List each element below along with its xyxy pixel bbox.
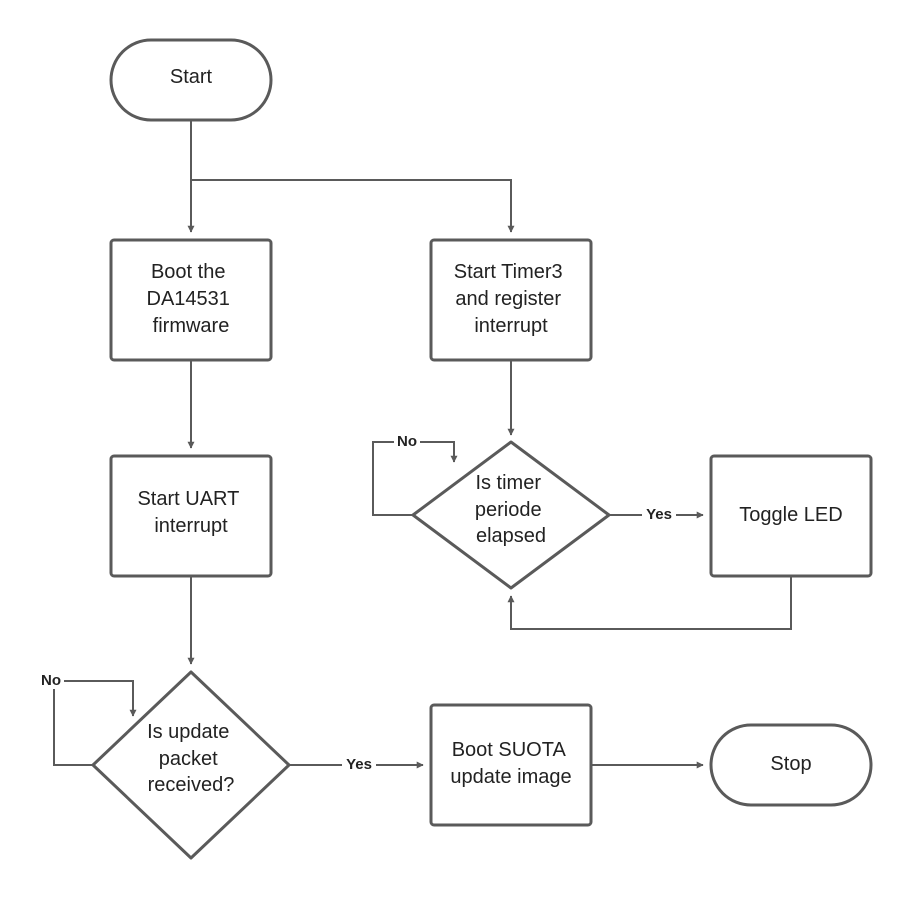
start-uart-process: Start UART interrupt [109, 454, 273, 578]
boot-firmware-line-1: Boot the [151, 261, 226, 283]
timer-decision-line-3: elapsed [476, 525, 546, 547]
start-terminal: Start [109, 38, 273, 122]
stop-terminal: Stop [709, 723, 873, 807]
stop-label: Stop [770, 753, 811, 775]
label-packet-no: No [41, 672, 61, 689]
svg-text:Boot SUOTA update image: Boot SUOTA update image [450, 739, 571, 788]
boot-suota-line-1: Boot SUOTA [452, 739, 567, 761]
svg-text:Boot the DA14531 f: Boot the DA14531 firmware [147, 261, 236, 337]
timer-decision-line-1: Is timer [475, 472, 541, 494]
start-timer3-line-1: Start Timer3 [454, 261, 563, 283]
boot-suota-process: Boot SUOTA update image [429, 703, 593, 827]
start-timer3-line-3: interrupt [474, 315, 548, 337]
timer-elapsed-decision: Is timer periode elapsed [411, 440, 611, 590]
connectors [53, 120, 792, 769]
svg-text:Start: Start [170, 66, 213, 88]
timer-decision-line-2: periode [475, 499, 542, 521]
edge-timer-no-loop [372, 441, 458, 516]
start-uart-line-2: interrupt [154, 515, 228, 537]
label-timer-no: No [397, 433, 417, 450]
toggle-led-label: Toggle LED [739, 504, 842, 526]
label-packet-yes: Yes [346, 756, 372, 773]
edge-led-back-to-timer [507, 576, 792, 630]
boot-firmware-line-3: firmware [153, 315, 230, 337]
packet-decision-line-1: Is update [147, 721, 229, 743]
svg-text:Toggle LED: Toggle LED [739, 504, 842, 526]
svg-text:Start UART interrupt: Start UART interrupt [137, 488, 244, 537]
label-timer-yes: Yes [646, 506, 672, 523]
start-uart-line-1: Start UART [137, 488, 239, 510]
start-label: Start [170, 66, 213, 88]
start-timer3-line-2: and register [455, 288, 561, 310]
packet-received-decision: Is update packet received? [91, 670, 291, 860]
boot-firmware-line-2: DA14531 [147, 288, 230, 310]
svg-text:Start Timer3 and registe: Start Timer3 and register interrupt [454, 261, 568, 337]
svg-text:Stop: Stop [770, 753, 811, 775]
boot-firmware-process: Boot the DA14531 firmware [109, 238, 273, 362]
edge-labels: No Yes No Yes [38, 432, 676, 773]
edge-start-to-timer3 [191, 179, 515, 233]
start-timer3-process: Start Timer3 and register interrupt [429, 238, 593, 362]
svg-text:Is timer periode e: Is timer periode elapsed [475, 472, 547, 547]
svg-text:Is update packet r: Is update packet received? [147, 721, 235, 796]
packet-decision-line-2: packet [159, 748, 218, 770]
boot-suota-line-2: update image [450, 766, 571, 788]
packet-decision-line-3: received? [148, 774, 235, 796]
toggle-led-process: Toggle LED [709, 454, 873, 578]
